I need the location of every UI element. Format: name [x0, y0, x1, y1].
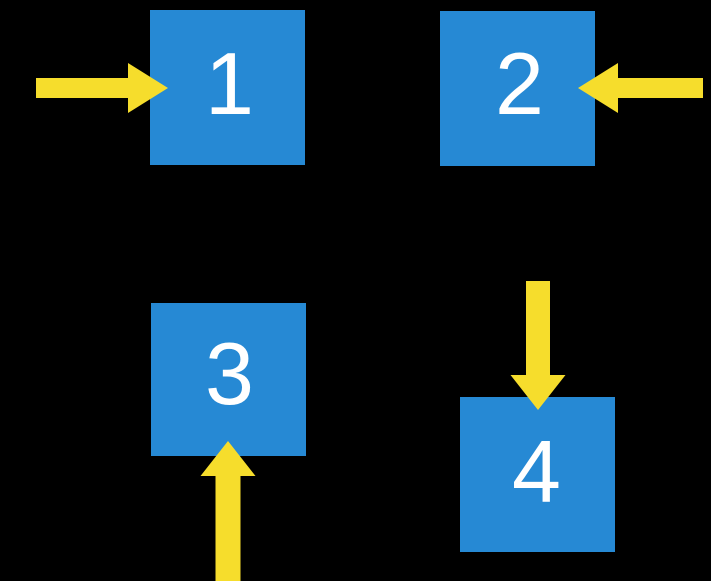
node-label-3: 3	[205, 324, 254, 423]
node-label-4: 4	[512, 422, 561, 521]
node-label-2: 2	[495, 34, 544, 133]
node-box-4[interactable]	[460, 397, 615, 552]
node-box-3[interactable]	[151, 303, 306, 456]
node-box-2[interactable]	[440, 11, 595, 166]
arrow-into-node-3-icon[interactable]	[200, 441, 256, 581]
arrow-into-node-4-icon[interactable]	[510, 281, 566, 410]
arrow-into-node-2-icon[interactable]	[578, 63, 703, 113]
arrow-into-node-1-icon[interactable]	[36, 63, 168, 113]
node-label-1: 1	[205, 34, 254, 133]
node-box-1[interactable]	[150, 10, 305, 165]
